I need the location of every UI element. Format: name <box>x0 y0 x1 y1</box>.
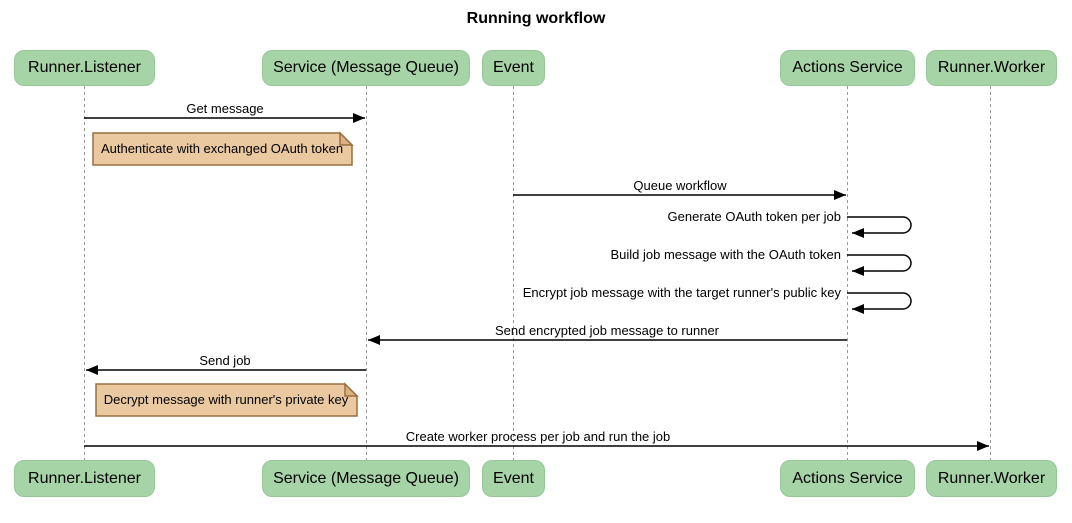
message-label-send-job: Send job <box>199 353 251 368</box>
participant-actions-service-top: Actions Service <box>780 50 915 86</box>
participant-runner-listener-bottom: Runner.Listener <box>14 460 155 497</box>
participant-runner-listener-top: Runner.Listener <box>14 50 155 86</box>
note-authenticate-fold <box>339 131 354 146</box>
participant-service-message-queue-top: Service (Message Queue) <box>262 50 470 86</box>
message-label-queue-workflow: Queue workflow <box>633 178 727 193</box>
participant-event-top: Event <box>482 50 545 86</box>
participant-actions-service-bottom: Actions Service <box>780 460 915 497</box>
arrow-self-generate-oauth-token <box>847 216 912 238</box>
message-label-send-encrypted-job-message: Send encrypted job message to runner <box>494 323 720 338</box>
note-decrypt-fold <box>344 382 359 397</box>
participant-runner-worker-top: Runner.Worker <box>926 50 1057 86</box>
message-arrows <box>84 113 989 451</box>
arrow-self-build-job-message <box>847 254 912 276</box>
note-authenticate-body <box>92 132 353 166</box>
participant-event-bottom: Event <box>482 460 545 497</box>
arrow-self-encrypt-job-message <box>847 292 912 314</box>
note-decrypt-body <box>95 383 358 417</box>
message-label-generate-oauth-token: Generate OAuth token per job <box>667 209 841 224</box>
message-label-encrypt-job-message: Encrypt job message with the target runn… <box>522 285 841 300</box>
participant-runner-worker-bottom: Runner.Worker <box>926 460 1057 497</box>
message-label-create-worker-process: Create worker process per job and run th… <box>405 429 671 444</box>
lifelines <box>84 86 991 460</box>
message-label-get-message: Get message <box>186 101 264 116</box>
note-label-authenticate: Authenticate with exchanged OAuth token <box>100 141 344 156</box>
message-label-build-job-message: Build job message with the OAuth token <box>610 247 841 262</box>
notes <box>92 131 359 417</box>
note-label-decrypt: Decrypt message with runner's private ke… <box>103 392 349 407</box>
diagram-title: Running workflow <box>466 10 606 27</box>
participant-service-message-queue-bottom: Service (Message Queue) <box>262 460 470 497</box>
